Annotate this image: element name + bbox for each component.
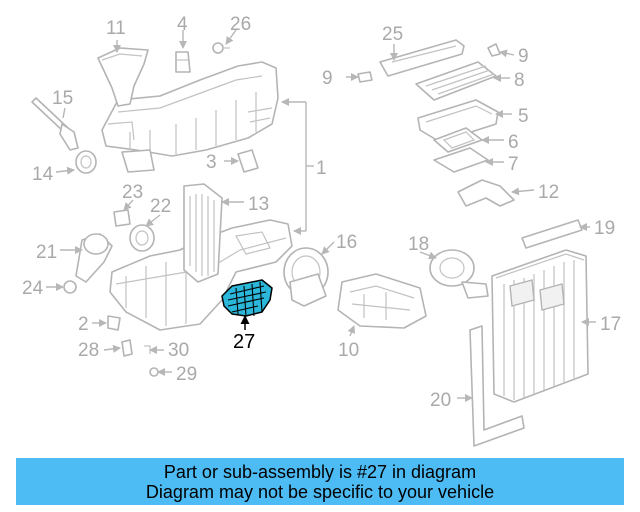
callout-labels: 1 2 3 4 5 6 7 8 9 9 10 11 12 13 14 15 16…: [22, 14, 621, 411]
info-banner: Part or sub-assembly is #27 in diagram D…: [16, 458, 624, 505]
callout-27: 27: [233, 331, 255, 353]
callout-8: 8: [514, 70, 525, 91]
callout-25: 25: [382, 24, 403, 45]
callout-17: 17: [600, 314, 621, 335]
banner-line-2: Diagram may not be specific to your vehi…: [145, 481, 495, 502]
part-upper-housing: [101, 61, 279, 173]
callout-24: 24: [22, 278, 44, 299]
part-29: [149, 367, 159, 377]
callout-13: 13: [248, 194, 269, 215]
part-30: [144, 345, 151, 354]
callout-1: 1: [316, 158, 327, 179]
callout-29: 29: [176, 364, 197, 385]
part-3: [237, 149, 259, 173]
callout-23: 23: [122, 182, 143, 203]
part-8: [415, 61, 497, 101]
part-20: [469, 325, 525, 447]
callout-7: 7: [508, 154, 519, 175]
callout-12: 12: [538, 182, 559, 203]
callout-14: 14: [32, 164, 54, 185]
part-13: [183, 183, 223, 283]
part-9b: [357, 71, 373, 83]
part-26: [212, 42, 230, 54]
part-22: [129, 224, 155, 252]
part-28: [121, 339, 133, 357]
callout-4: 4: [177, 14, 188, 35]
part-10: [337, 273, 427, 329]
part-15: [31, 97, 79, 151]
parts-diagram: 1 2 3 4 5 6 7 8 9 9 10 11 12 13 14 15 16…: [22, 14, 621, 447]
part-7: [433, 147, 489, 173]
banner-line-1: Part or sub-assembly is #27 in diagram: [163, 461, 477, 482]
part-21: [75, 233, 113, 283]
part-12: [457, 179, 515, 207]
callout-9a: 9: [518, 46, 529, 67]
part-11: [97, 47, 149, 107]
callout-30: 30: [168, 340, 189, 361]
callout-11: 11: [106, 18, 126, 39]
part-17: [491, 249, 589, 403]
callout-9b: 9: [322, 68, 333, 89]
callout-2: 2: [78, 314, 89, 335]
callout-3: 3: [206, 152, 217, 173]
callout-28: 28: [78, 340, 99, 361]
callout-19: 19: [594, 218, 615, 239]
part-27-highlighted[interactable]: [221, 279, 273, 317]
part-16: [283, 247, 329, 307]
part-4: [175, 51, 191, 73]
callout-10: 10: [338, 340, 359, 361]
part-18: [429, 249, 489, 299]
callout-6: 6: [508, 132, 519, 153]
callout-5: 5: [518, 106, 529, 127]
callout-22: 22: [150, 196, 171, 217]
part-14: [75, 150, 97, 174]
part-19: [521, 219, 583, 249]
part-25: [379, 39, 465, 77]
part-24: [63, 280, 77, 294]
callout-18: 18: [408, 234, 429, 255]
callout-16: 16: [336, 232, 357, 253]
part-23: [113, 209, 131, 227]
part-2: [107, 315, 121, 331]
callout-15: 15: [52, 88, 73, 109]
leader-lines: [46, 29, 596, 402]
part-5: [417, 99, 499, 143]
part-9a: [487, 43, 501, 57]
callout-20: 20: [430, 390, 451, 411]
callout-21: 21: [36, 242, 57, 263]
callout-26: 26: [230, 14, 251, 35]
